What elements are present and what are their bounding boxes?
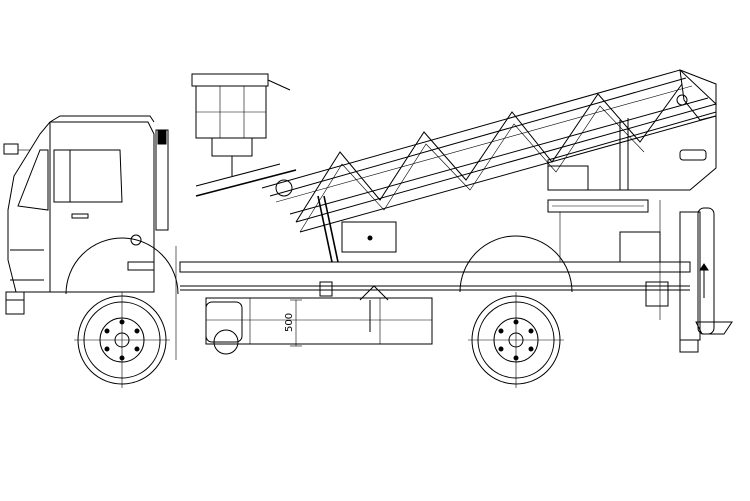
truck-cab [3,115,169,315]
ladder-boom [261,69,717,233]
basket-platform [191,73,291,176]
front-wheel [74,292,170,388]
rear-wheel [468,292,564,388]
dimension-mark: 500 [284,299,302,347]
dimension-label: 500 [284,313,295,332]
fenders [65,235,573,295]
chassis-frame [179,207,733,355]
lift-mechanism [195,163,661,263]
